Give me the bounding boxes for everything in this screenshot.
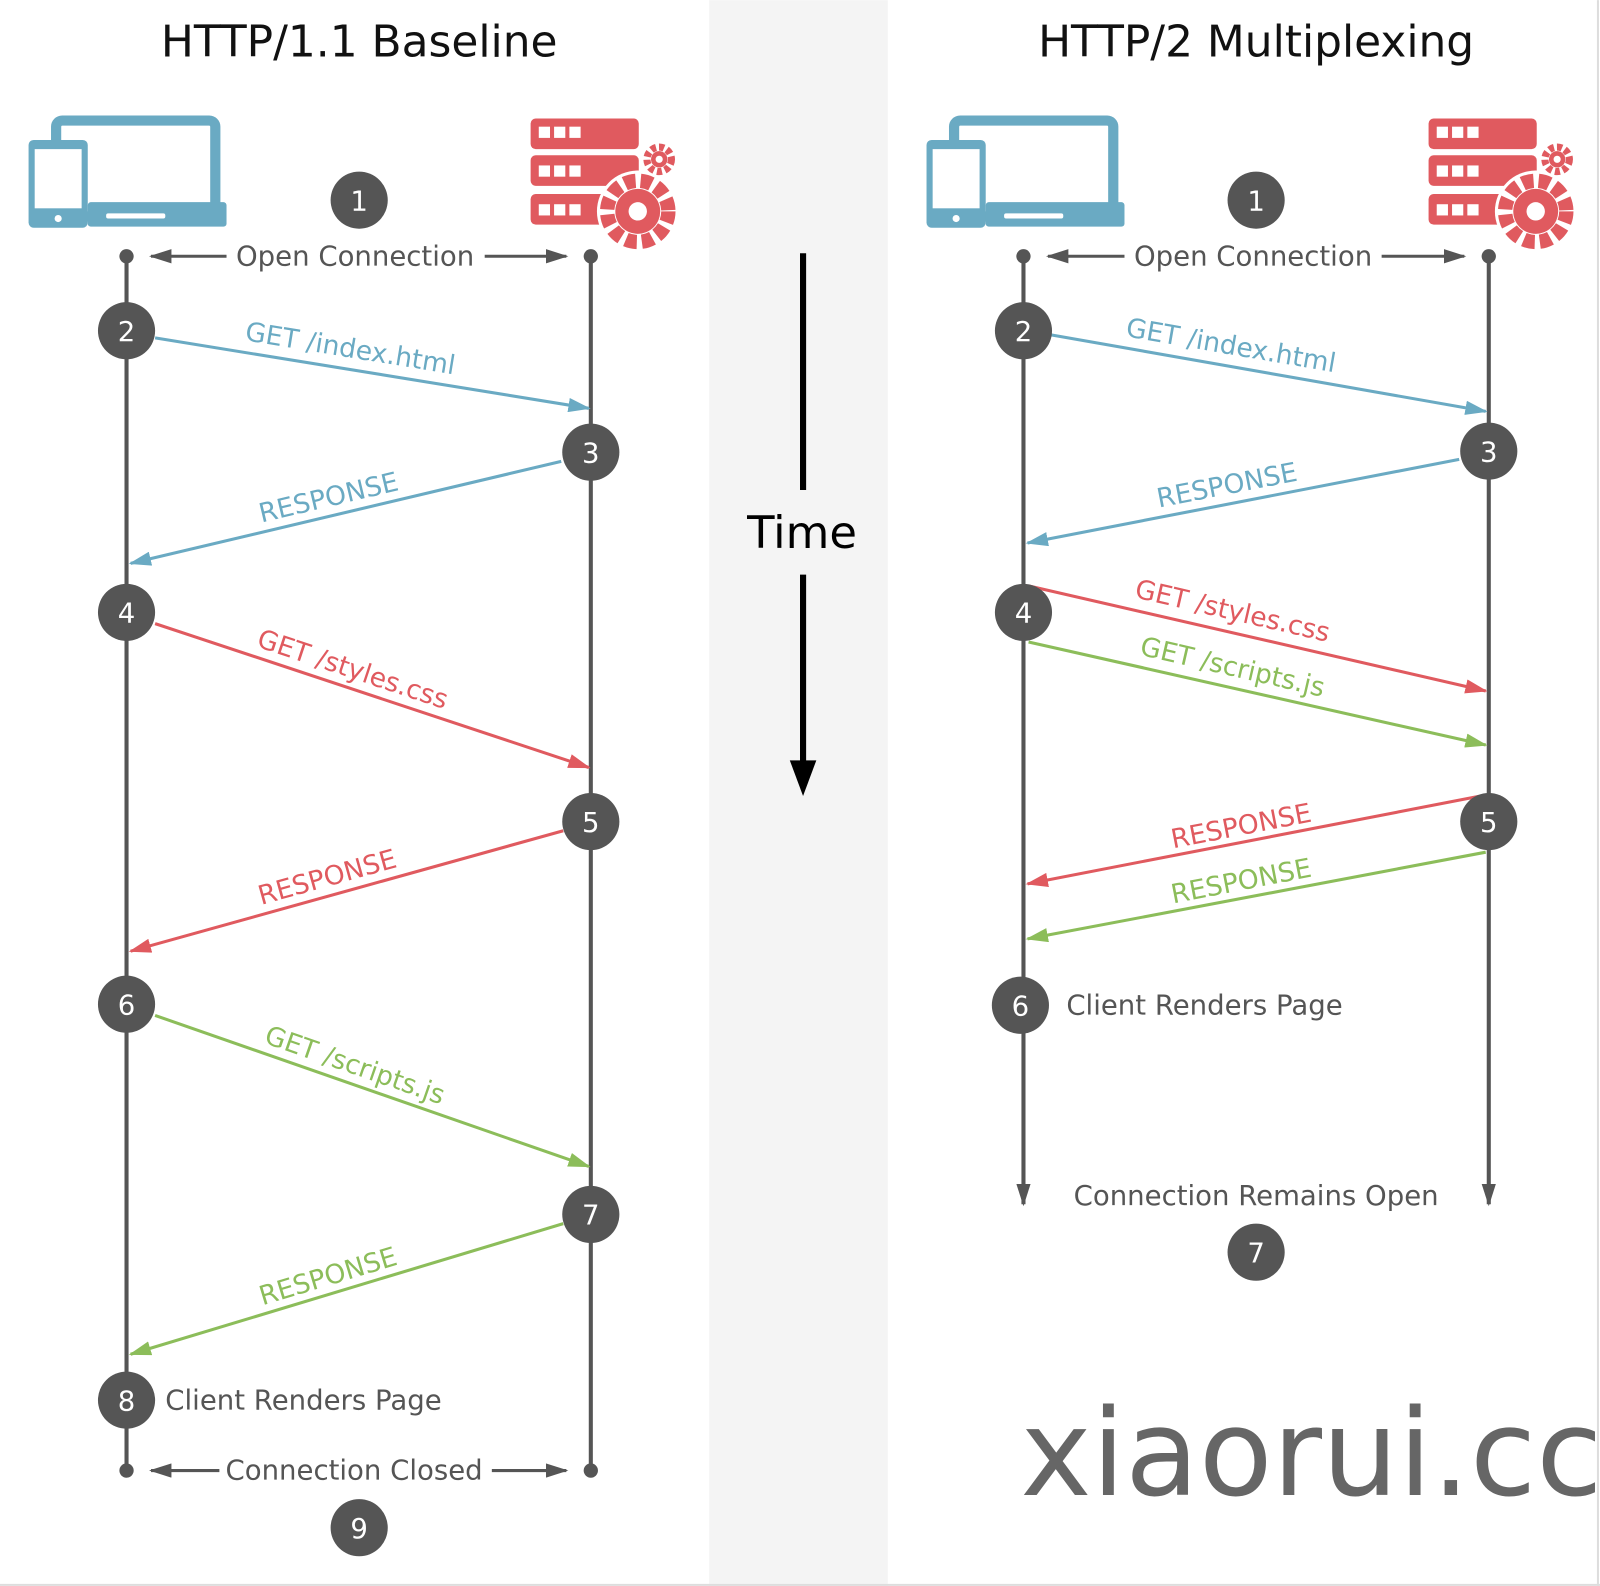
step-badge: 1 bbox=[330, 171, 388, 229]
svg-text:2: 2 bbox=[118, 316, 136, 348]
step-badge: 3 bbox=[1460, 422, 1518, 480]
step-badge: 1 bbox=[1227, 171, 1285, 229]
message-label: GET /styles.css bbox=[253, 624, 452, 716]
message-label: RESPONSE bbox=[255, 844, 400, 912]
down-arrow-icon bbox=[789, 760, 817, 797]
step-badge: 2 bbox=[97, 302, 156, 360]
step-badges: 1 2 3 4 5 6 7 8 9 bbox=[97, 171, 620, 1557]
svg-text:9: 9 bbox=[350, 1513, 368, 1545]
open-connection-label: Open Connection bbox=[1134, 240, 1372, 272]
connection-closed-label: Connection Closed bbox=[226, 1455, 483, 1487]
watermark: xiaorui.cc bbox=[1020, 1384, 1600, 1524]
http2-panel: HTTP/2 Multiplexing Open Connection Conn… bbox=[927, 16, 1577, 1281]
step-badge: 7 bbox=[562, 1185, 620, 1243]
time-axis: Time bbox=[746, 253, 857, 797]
message-label: RESPONSE bbox=[256, 467, 402, 530]
svg-text:5: 5 bbox=[582, 807, 600, 839]
http2-title: HTTP/2 Multiplexing bbox=[1038, 16, 1474, 67]
step-badge: 6 bbox=[97, 975, 156, 1033]
step-badge: 8 bbox=[97, 1371, 156, 1429]
svg-text:1: 1 bbox=[1247, 185, 1265, 217]
svg-text:3: 3 bbox=[582, 437, 600, 469]
step-badge: 4 bbox=[97, 583, 156, 641]
svg-text:6: 6 bbox=[1012, 990, 1030, 1022]
svg-text:7: 7 bbox=[1247, 1237, 1265, 1269]
http1-panel: HTTP/1.1 Baseline Open Connection Connec… bbox=[29, 16, 679, 1557]
http1-title: HTTP/1.1 Baseline bbox=[161, 16, 558, 67]
step-badge: 9 bbox=[330, 1499, 388, 1557]
svg-text:6: 6 bbox=[118, 989, 136, 1021]
step-badge: 2 bbox=[994, 302, 1053, 360]
svg-text:2: 2 bbox=[1015, 316, 1033, 348]
message-label: RESPONSE bbox=[1168, 798, 1314, 856]
step-badge: 6 bbox=[991, 976, 1049, 1034]
svg-text:8: 8 bbox=[118, 1385, 136, 1417]
open-connection-label: Open Connection bbox=[236, 240, 474, 272]
step-badge: 7 bbox=[1227, 1223, 1285, 1281]
time-label: Time bbox=[746, 506, 857, 559]
message-label: RESPONSE bbox=[256, 1241, 401, 1312]
server-gear-icon bbox=[1429, 119, 1577, 253]
svg-text:5: 5 bbox=[1480, 807, 1498, 839]
step-badges: 1 2 3 4 5 6 7 bbox=[991, 171, 1518, 1281]
client-device-icon bbox=[927, 121, 1125, 228]
svg-text:3: 3 bbox=[1480, 436, 1498, 468]
svg-text:4: 4 bbox=[1015, 598, 1033, 630]
connection-remains-open-label: Connection Remains Open bbox=[1074, 1180, 1439, 1212]
server-gear-icon bbox=[531, 119, 679, 253]
svg-text:4: 4 bbox=[118, 598, 136, 630]
svg-text:7: 7 bbox=[582, 1200, 600, 1232]
step-badge: 3 bbox=[562, 423, 620, 481]
message-label: GET /index.html bbox=[1124, 313, 1338, 380]
client-renders-label: Client Renders Page bbox=[1066, 989, 1342, 1021]
message-label: GET /scripts.js bbox=[261, 1020, 449, 1111]
client-device-icon bbox=[29, 121, 227, 228]
message-label: RESPONSE bbox=[1168, 853, 1314, 911]
step-badge: 4 bbox=[994, 583, 1053, 641]
step-badge: 5 bbox=[562, 793, 620, 851]
svg-text:1: 1 bbox=[350, 185, 368, 217]
step-badge: 5 bbox=[1460, 793, 1518, 851]
message-label: GET /index.html bbox=[243, 316, 457, 381]
client-renders-label: Client Renders Page bbox=[165, 1384, 441, 1416]
center-band bbox=[709, 0, 888, 1586]
